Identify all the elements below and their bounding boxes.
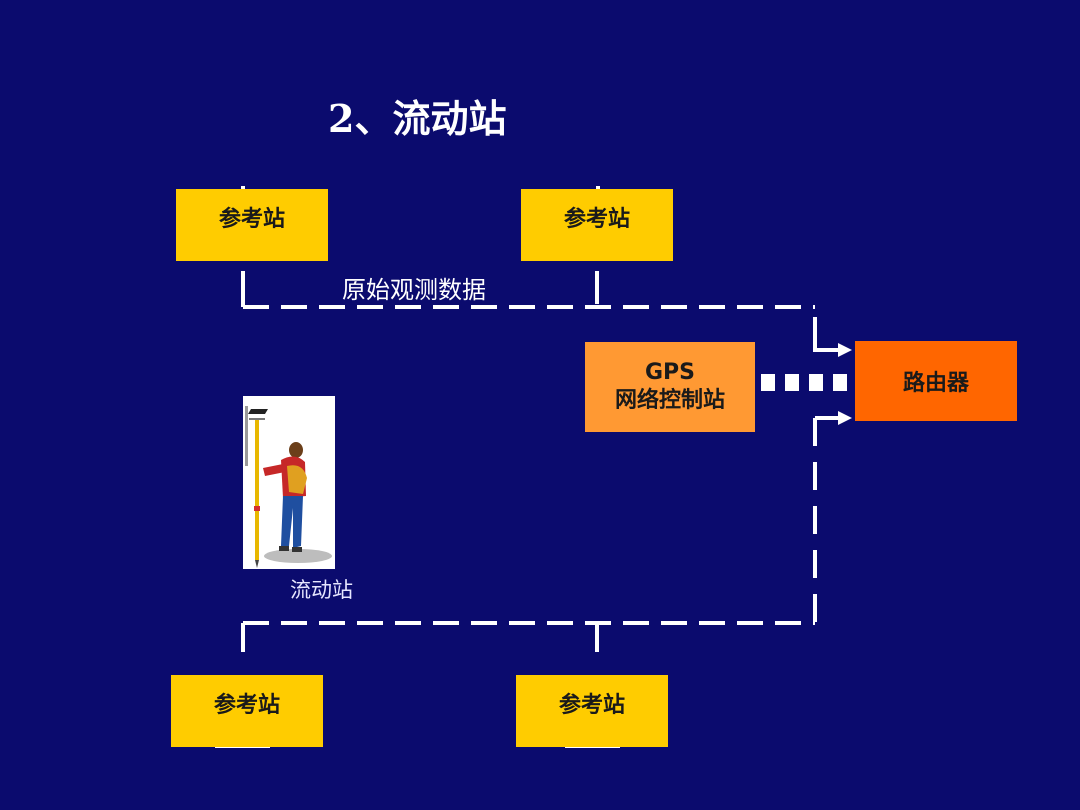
rover-caption: 流动站	[290, 574, 353, 604]
gps-control-station: GPS 网络控制站	[585, 342, 755, 432]
router-label: 路由器	[903, 365, 969, 397]
raw-data-label: 原始观测数据	[342, 270, 486, 305]
reference-station-label: 参考站	[564, 201, 630, 233]
reference-station-bottom-right: 参考站	[516, 675, 668, 747]
reference-station-label: 参考站	[219, 201, 285, 233]
reference-station-top-left: 参考站	[176, 189, 328, 261]
gps-router-link	[761, 374, 847, 391]
surveyor-figure-icon	[243, 396, 335, 569]
reference-station-bottom-left: 参考站	[171, 675, 323, 747]
upper-arrowhead	[838, 343, 852, 357]
router-box: 路由器	[855, 341, 1017, 421]
reference-station-top-right: 参考站	[521, 189, 673, 261]
rover-illustration	[243, 396, 335, 569]
reference-station-label: 参考站	[559, 687, 625, 719]
reference-station-label: 参考站	[214, 687, 280, 719]
gps-label-line2: 网络控制站	[615, 387, 725, 415]
gps-label-line1: GPS	[645, 359, 695, 387]
lower-arrowhead	[838, 411, 852, 425]
upper-arrow-line	[815, 317, 838, 350]
